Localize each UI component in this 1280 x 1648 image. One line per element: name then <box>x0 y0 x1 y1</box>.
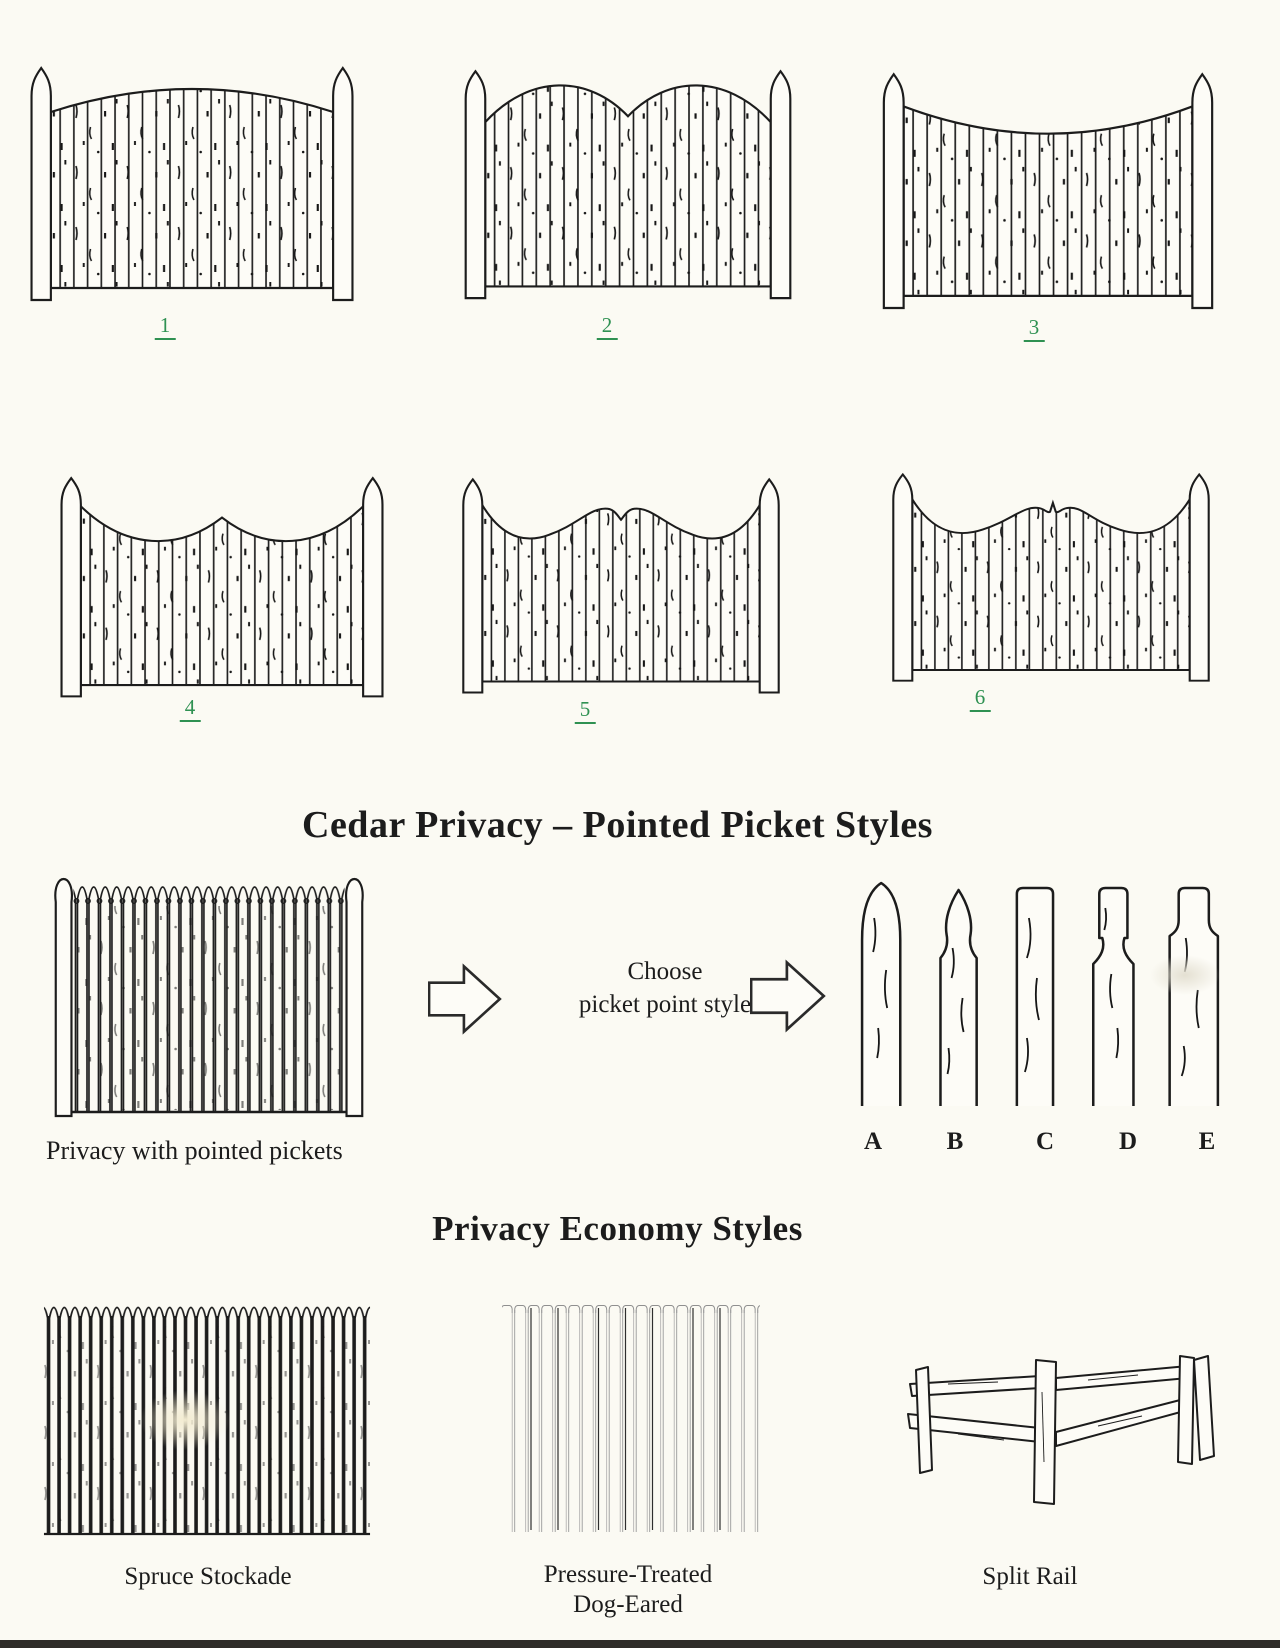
choose-picket-point-text: Choose picket point style <box>552 956 778 1021</box>
picket-style-b-french-spear <box>939 888 978 1106</box>
caption-line: Split Rail <box>982 1563 1078 1590</box>
privacy-pointed-picket-fence <box>42 872 376 1122</box>
right-post-front <box>1193 1355 1215 1461</box>
fence-style-1-convex-arch <box>18 36 366 306</box>
section-title-economy: Privacy Economy Styles <box>432 1209 803 1249</box>
fence-1-number: 1 <box>154 313 176 341</box>
fence-5-number: 5 <box>574 697 596 725</box>
picket-grain-marks <box>872 907 1200 1077</box>
caption-line: Pressure-Treated <box>543 1561 713 1588</box>
right-bottom-rail <box>1055 1397 1189 1447</box>
fence-2-number: 2 <box>596 313 618 341</box>
picket-label-b: B <box>946 1128 964 1155</box>
arrow-right-icon <box>428 963 502 1035</box>
fence-style-3-concave-scallop <box>870 42 1226 314</box>
pressure-treated-dog-eared-fence <box>500 1300 762 1540</box>
caption-line: Spruce Stockade <box>124 1563 292 1590</box>
fence-style-2-double-arch <box>452 40 804 304</box>
left-post <box>915 1366 933 1474</box>
caption-spruce-stockade: Spruce Stockade <box>124 1562 291 1592</box>
dark-board-edges <box>530 1308 721 1530</box>
center-post <box>1033 1359 1057 1505</box>
right-post-ball-finial <box>345 877 364 1118</box>
choose-line2: picket point style <box>578 990 752 1018</box>
picket-point-styles <box>848 878 1240 1110</box>
fence-style-4-scallop-center-peak <box>48 448 396 702</box>
picket-label-d: D <box>1118 1128 1138 1155</box>
caption-split-rail: Split Rail <box>982 1562 1077 1592</box>
rail-grain-marks <box>947 1374 1143 1463</box>
caption-line: Dog-Eared <box>573 1590 683 1618</box>
fence-6-number: 6 <box>969 685 991 713</box>
picket-label-a: A <box>863 1128 883 1155</box>
fence-3-number: 3 <box>1023 315 1045 343</box>
section-title-pointed-picket: Cedar Privacy – Pointed Picket Styles <box>302 804 933 847</box>
picket-style-c-flat-top <box>1015 886 1055 1106</box>
arrow-right-icon <box>750 959 826 1033</box>
picket-label-e: E <box>1198 1128 1216 1155</box>
split-rail-fence <box>888 1352 1224 1530</box>
fence-style-5-hump-center-dip <box>450 450 792 698</box>
picket-style-e-capped <box>1168 886 1220 1106</box>
scan-edge-bar <box>0 1640 1280 1648</box>
right-post-back <box>1177 1355 1195 1465</box>
fence-style-6-hump-center-peak <box>880 446 1222 686</box>
right-top-rail <box>1055 1365 1189 1391</box>
picket-style-a-gothic-round <box>860 881 902 1106</box>
pointed-fence-caption: Privacy with pointed pickets <box>46 1136 343 1165</box>
caption-pressure-treated-dog-eared: Pressure-Treated Dog-Eared <box>544 1560 712 1619</box>
fence-4-number: 4 <box>179 695 201 723</box>
spruce-stockade-fence <box>38 1296 376 1538</box>
picket-style-d-gothic-square <box>1091 886 1135 1106</box>
picket-label-c: C <box>1035 1128 1055 1155</box>
left-post-ball-finial <box>54 877 73 1118</box>
choose-line1: Choose <box>627 958 703 985</box>
